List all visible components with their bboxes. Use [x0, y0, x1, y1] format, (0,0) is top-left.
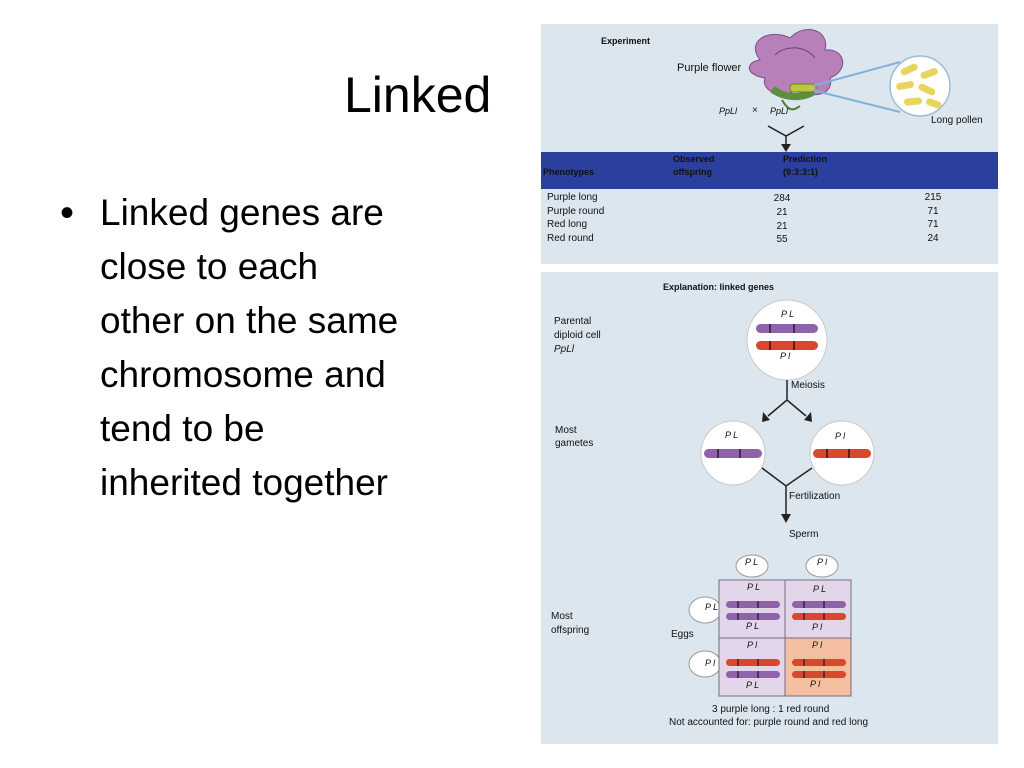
egg-bottom-allele: P l: [705, 658, 716, 668]
punnett-grid: [718, 579, 852, 697]
purple-flower-icon: [748, 29, 844, 111]
parental-top-allele: P L: [781, 309, 795, 319]
gamete-left-allele: P L: [725, 430, 739, 440]
gametes-label-line2: gametes: [555, 438, 594, 449]
fertilization-label: Fertilization: [789, 491, 841, 502]
cross-left: PpLl: [719, 106, 738, 116]
bullet-line: Linked genes are: [100, 192, 384, 233]
grid-cell-bottom-allele: P l: [812, 622, 823, 632]
grid-cell-bottom-allele: P l: [810, 679, 821, 689]
sperm-label: Sperm: [789, 529, 819, 540]
row-observed: 55: [776, 234, 788, 245]
sperm-right-allele: P l: [817, 557, 828, 567]
meiosis-label: Meiosis: [791, 380, 825, 391]
parental-label-line3: PpLl: [554, 344, 575, 355]
eggs-label: Eggs: [671, 629, 694, 640]
parental-label-line2: diploid cell: [554, 330, 601, 341]
gamete-left: [700, 420, 766, 486]
egg-top-allele: P L: [705, 602, 719, 612]
offspring-label-line2: offspring: [551, 625, 590, 636]
row-observed: 284: [773, 193, 791, 204]
offspring-label-line1: Most: [551, 611, 573, 622]
bullet-dot: •: [60, 191, 75, 235]
row-prediction: 215: [924, 192, 942, 203]
bullet-line: tend to be: [100, 408, 265, 449]
row-phenotype: Red round: [547, 233, 594, 244]
gamete-right-allele: P l: [835, 431, 846, 441]
experiment-heading: Experiment: [601, 36, 651, 46]
ratio-label: 3 purple long : 1 red round: [712, 704, 830, 715]
pollen-label: Long pollen: [931, 115, 983, 126]
grid-cell-top-allele: P L: [813, 584, 827, 594]
parental-label-line1: Parental: [554, 316, 592, 327]
grid-cell-bottom-allele: P L: [746, 621, 760, 631]
grid-cell-bottom-allele: P L: [746, 680, 760, 690]
row-phenotype: Purple long: [547, 192, 598, 203]
parental-cell: [746, 299, 828, 381]
row-prediction: 71: [927, 206, 939, 217]
bullet-line: inherited together: [100, 462, 388, 503]
cross-right: PpLl: [770, 106, 789, 116]
row-observed: 21: [776, 221, 788, 232]
gametes-label-line1: Most: [555, 425, 577, 436]
not-accounted-note: Not accounted for: purple round and red …: [669, 717, 869, 728]
long-pollen-icon: [889, 55, 951, 117]
grid-cell-top-allele: P L: [747, 582, 761, 592]
grid-cell-top-allele: P l: [812, 640, 823, 650]
gamete-right: [809, 420, 875, 486]
header-phenotypes: Phenotypes: [543, 167, 595, 177]
row-phenotype: Red long: [547, 219, 588, 230]
row-prediction: 71: [927, 219, 939, 230]
bullet-line: close to each: [100, 246, 319, 287]
cross-symbol: ×: [752, 105, 758, 116]
slide-title: Linked: [344, 67, 492, 123]
row-phenotype: Purple round: [547, 206, 605, 217]
bullet-line: chromosome and: [100, 354, 386, 395]
row-prediction: 24: [927, 233, 939, 244]
header-observed-line2: offspring: [673, 167, 712, 177]
table-header-band: [541, 152, 998, 189]
flower-label: Purple flower: [677, 62, 742, 74]
parental-bottom-allele: P l: [780, 351, 791, 361]
row-observed: 21: [776, 207, 788, 218]
grid-cell-top-allele: P l: [747, 640, 758, 650]
bullet-line: other on the same: [100, 300, 399, 341]
header-prediction-line1: Prediction: [783, 154, 828, 164]
header-observed-line1: Observed: [673, 154, 715, 164]
sperm-left-allele: P L: [745, 557, 759, 567]
header-prediction-line2: (9:3:3:1): [783, 167, 819, 177]
explanation-heading: Explanation: linked genes: [663, 282, 775, 292]
